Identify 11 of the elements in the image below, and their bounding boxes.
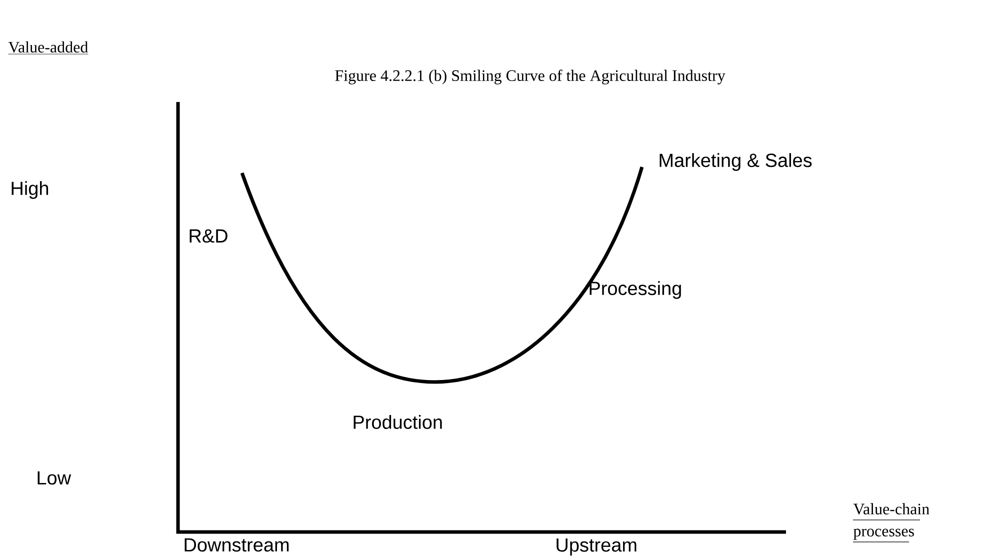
axis-level-label: Low — [38, 471, 72, 485]
curve-label: Marketing & Sales — [660, 153, 812, 171]
axis-end-label: Downstream — [184, 538, 289, 552]
axis-level-label: High — [12, 181, 48, 199]
curve-label: Production — [354, 415, 442, 429]
axis-title: Value-added — [8, 41, 88, 54]
axis-title: Value-chain processes — [852, 503, 930, 542]
figure-title: Figure 4.2.2.1 (b) Smiling Curve of the Agricultural Industry — [335, 70, 726, 84]
curve-label: R&D — [190, 229, 228, 243]
curve-label: Processing — [590, 281, 681, 299]
axis-end-label: Upstream — [556, 538, 636, 556]
